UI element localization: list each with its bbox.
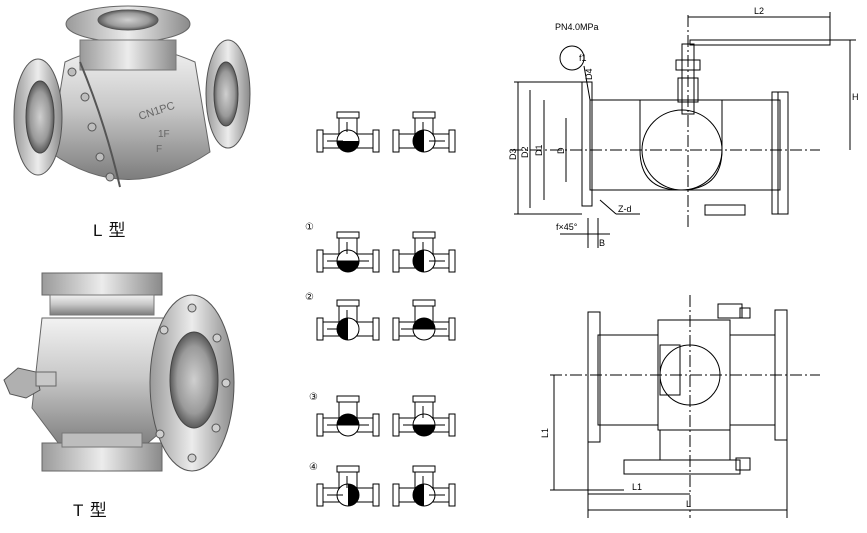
flow-diagram-e2 — [392, 465, 456, 507]
flow-diagram-b2 — [392, 231, 456, 273]
flow-diagram-d1 — [316, 395, 380, 437]
flow-diagram-d2 — [392, 395, 456, 437]
pressure-label: PN4.0MPa — [555, 22, 599, 32]
l2-label: L2 — [754, 6, 764, 16]
flow-diagram-c2 — [392, 299, 456, 341]
flow-diagram-e1 — [316, 465, 380, 507]
l1-vertical-label: L1 — [540, 428, 550, 438]
t-type-valve-photo — [3, 272, 235, 472]
l-label: L — [686, 499, 691, 509]
flow-group-2-label: ② — [305, 292, 314, 303]
flow-diagram-a1 — [316, 111, 380, 153]
body-marking-2: F — [156, 144, 162, 155]
flow-diagram-c1 — [316, 299, 380, 341]
l1-horizontal-label: L1 — [632, 482, 642, 492]
chamfer-label: f×45° — [556, 222, 578, 232]
h-label: H — [852, 92, 859, 102]
t-type-caption: T 型 — [73, 501, 108, 520]
flow-diagram-a2 — [392, 111, 456, 153]
d3-label: D3 — [508, 148, 518, 160]
d4-label: D4 — [584, 68, 594, 80]
drawing-t-view: L1 L1 L — [540, 295, 820, 518]
flow-group-4-label: ④ — [309, 462, 318, 473]
d-label: D — [556, 147, 566, 154]
d1-label: D1 — [534, 144, 544, 156]
flow-diagram-b1 — [316, 231, 380, 273]
z-d-label: Z-d — [618, 204, 632, 214]
f1-label: f1 — [579, 53, 587, 63]
b-label: B — [599, 238, 605, 248]
l-type-caption: L 型 — [93, 221, 127, 240]
flow-schematics: ① ② ③ ④ — [305, 111, 456, 507]
l-type-valve-photo: CN1PC 1F F — [13, 5, 251, 188]
flow-group-1-label: ① — [305, 222, 314, 233]
flow-group-3-label: ③ — [309, 392, 318, 403]
drawing-side-view: PN4.0MPa f1 D4 L2 H D3 D2 D1 D Z-d f×45°… — [508, 6, 859, 248]
body-marking-1: 1F — [158, 129, 170, 140]
d2-label: D2 — [520, 146, 530, 158]
